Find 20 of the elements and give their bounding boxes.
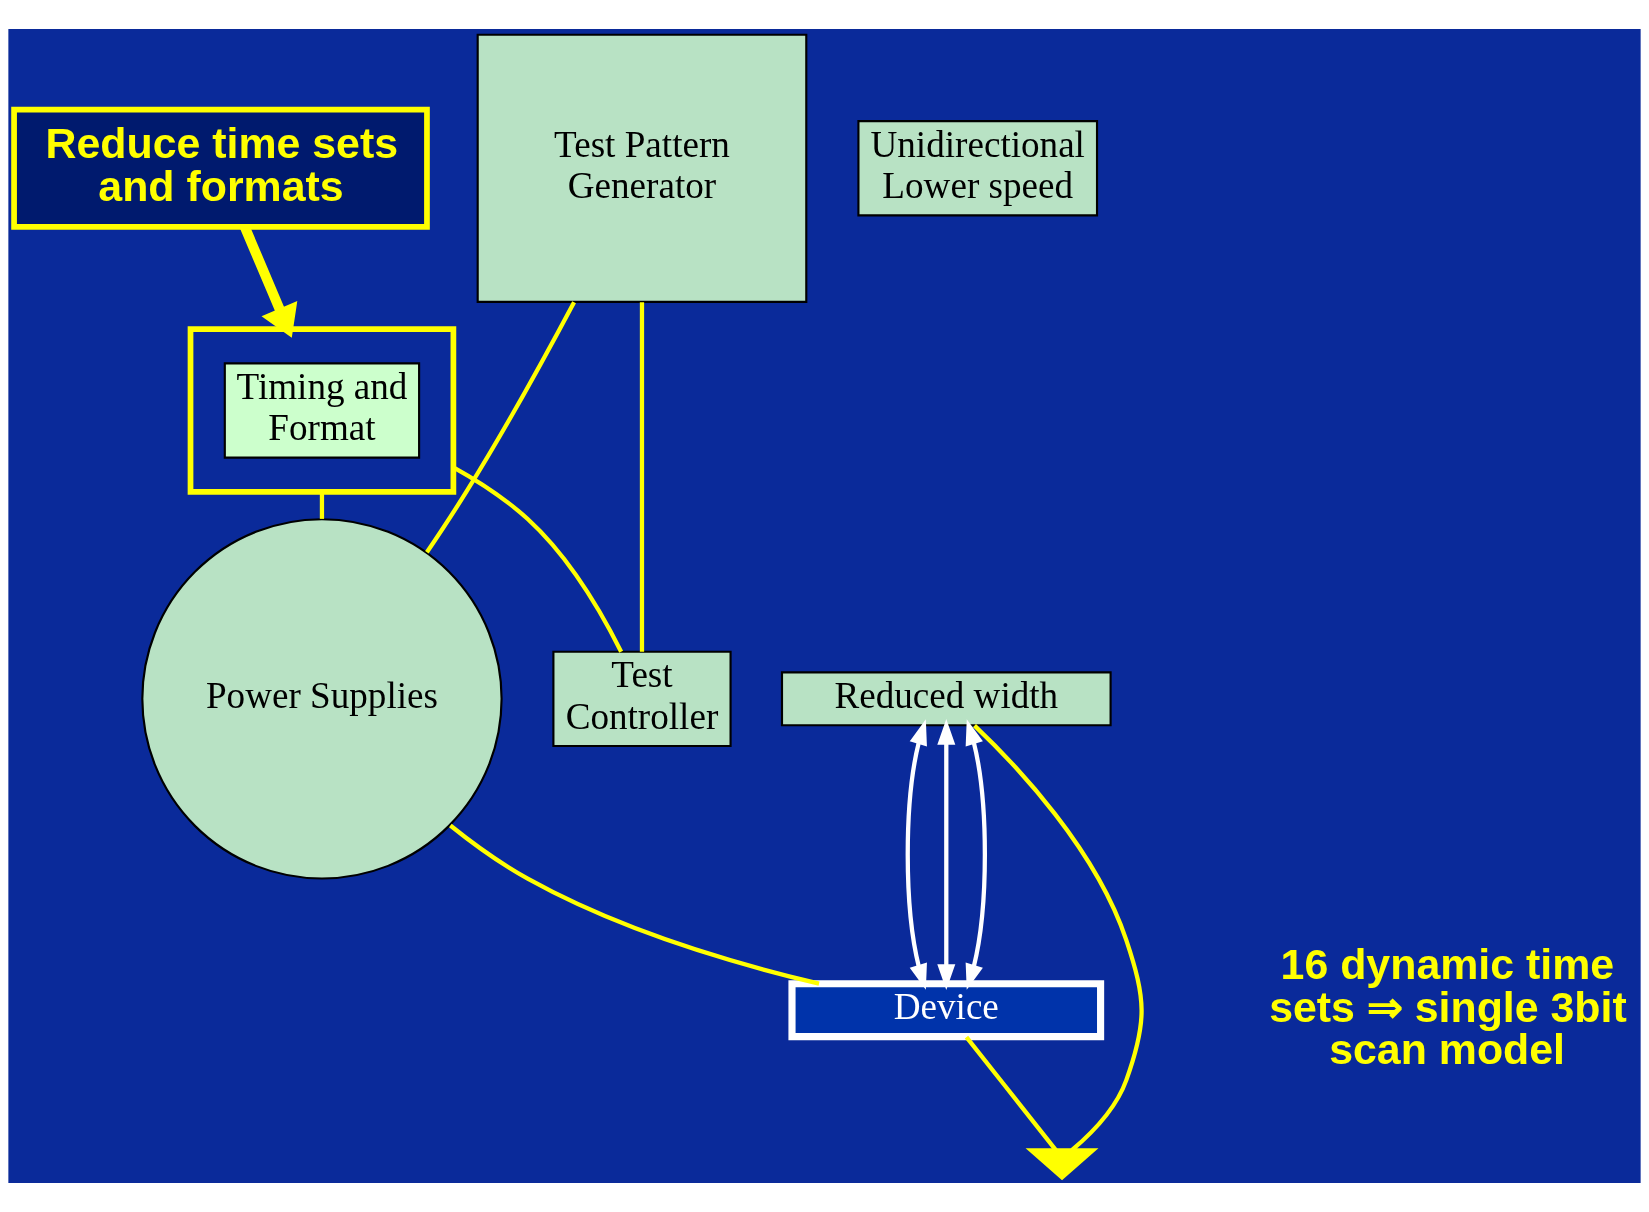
- connector: [964, 1035, 1058, 1152]
- node-circle: Power Supplies: [141, 518, 503, 880]
- node-picture: [1025, 1148, 1099, 1181]
- node-box: Device: [788, 980, 1105, 1041]
- node-box: Reduced width: [780, 671, 1112, 727]
- arrow: [965, 719, 987, 990]
- node-box: Reduce time sets and formats: [11, 106, 430, 230]
- arrow: [937, 719, 956, 991]
- connector: [425, 301, 576, 554]
- connector: [973, 724, 1144, 1152]
- connector: [449, 823, 820, 986]
- connector: [319, 491, 325, 519]
- cluster: [187, 326, 457, 495]
- arrow: [905, 719, 927, 990]
- node-box: Unidirectional Lower speed: [857, 120, 1099, 217]
- node-box: Timing and Format: [223, 362, 421, 459]
- node-box: Test Pattern Generator: [476, 33, 808, 303]
- connector: [639, 302, 645, 652]
- node-box: Test Controller: [552, 650, 732, 748]
- label: 16 dynamic time sets ⇒ single 3bit scan model: [1269, 939, 1627, 1074]
